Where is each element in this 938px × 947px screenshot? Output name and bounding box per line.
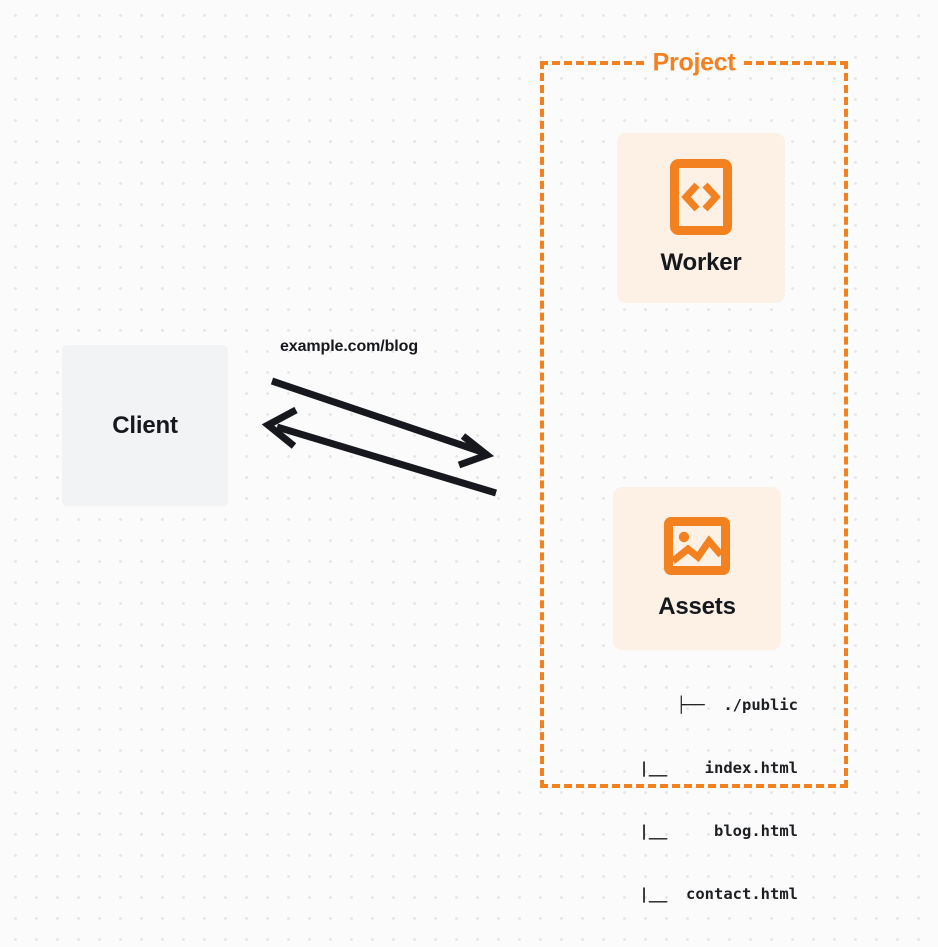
request-arrow	[270, 377, 495, 469]
code-brackets-icon	[670, 159, 732, 235]
file-tree-row: |__ index.html	[639, 759, 798, 777]
image-icon	[664, 516, 730, 575]
worker-label: Worker	[660, 249, 742, 276]
client-label: Client	[112, 411, 178, 439]
diagram-canvas: Client example.com/blog Project Worker	[62, 48, 848, 903]
project-group: Project Worker Assets ├── ./public |__ i…	[540, 48, 848, 903]
worker-node[interactable]: Worker	[617, 133, 785, 303]
file-tree-row: ├── ./public	[676, 696, 798, 714]
client-node[interactable]: Client	[62, 345, 228, 506]
response-arrow	[261, 406, 498, 497]
assets-label: Assets	[658, 592, 736, 620]
edge-label-url: example.com/blog	[280, 338, 418, 355]
file-tree-row: |__ blog.html	[639, 822, 798, 840]
assets-file-tree: ├── ./public |__ index.html |__ blog.htm…	[554, 653, 798, 947]
assets-node[interactable]: Assets	[613, 487, 781, 650]
project-title: Project	[646, 48, 742, 78]
file-tree-row: |__ contact.html	[639, 885, 798, 903]
